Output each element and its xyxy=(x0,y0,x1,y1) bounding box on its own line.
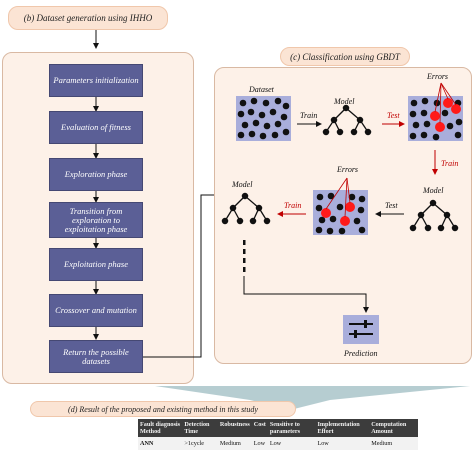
step-transition: Transition from exploration to exploitat… xyxy=(49,202,143,238)
cell-sensitivity: Low xyxy=(267,437,316,450)
results-header-row: Fault diagnosis Method Detection Time Ro… xyxy=(138,419,418,437)
cell-method: ANN xyxy=(138,437,183,450)
train-label-3: Train xyxy=(284,201,302,210)
continuation-dots xyxy=(243,240,246,272)
errors-label-1: Errors xyxy=(427,72,449,81)
cell-computation: Medium xyxy=(369,437,418,450)
section-chevron xyxy=(155,386,470,410)
errors-box-1 xyxy=(408,82,463,141)
dataset-label: Dataset xyxy=(249,85,274,94)
panel-d-title: (d) Result of the proposed and existing … xyxy=(30,401,296,417)
train-label-1: Train xyxy=(300,111,318,120)
test-label-2: Test xyxy=(385,201,398,210)
errors-box-2 xyxy=(313,177,368,235)
header-computation: Computation Amount xyxy=(369,419,418,437)
header-robustness: Robustness xyxy=(217,419,252,437)
cell-effort: Low xyxy=(315,437,370,450)
step-return-datasets: Return the possible datasets xyxy=(49,340,143,373)
header-cost: Cost xyxy=(251,419,268,437)
arrow-datasets-to-model xyxy=(143,192,227,358)
model-label-3: Model xyxy=(232,180,253,189)
header-effort: Implementation Effort xyxy=(315,419,370,437)
panel-c-title: (c) Classification using GBDT xyxy=(280,47,410,66)
model-tree-1 xyxy=(322,104,372,136)
panel-b-title: (b) Dataset generation using IHHO xyxy=(8,6,168,30)
errors-label-2: Errors xyxy=(337,165,359,174)
step-exploitation: Exploitation phase xyxy=(49,248,143,281)
model-tree-2 xyxy=(409,199,459,232)
header-method: Fault diagnosis Method xyxy=(138,419,183,437)
cell-cost: Low xyxy=(251,437,268,450)
test-label-1: Test xyxy=(387,111,400,120)
step-fitness-evaluation: Evaluation of fitness xyxy=(49,111,143,144)
model-label-2: Model xyxy=(423,186,444,195)
cell-robustness: Medium xyxy=(217,437,252,450)
dataset-box xyxy=(236,96,291,141)
prediction-icon xyxy=(343,315,379,344)
prediction-label: Prediction xyxy=(344,349,378,358)
arrow-to-prediction xyxy=(243,276,369,313)
model-label-1: Model xyxy=(334,97,355,106)
header-sensitivity: Sensitive to parameters xyxy=(267,419,316,437)
header-detection-time: Detection Time xyxy=(182,419,218,437)
results-table: Fault diagnosis Method Detection Time Ro… xyxy=(138,419,418,450)
train-label-2: Train xyxy=(441,159,459,168)
step-exploration: Exploration phase xyxy=(49,158,143,191)
step-parameters-init: Parameters initialization xyxy=(49,64,143,97)
cell-detection-time: >1cycle xyxy=(182,437,218,450)
model-tree-3 xyxy=(221,192,271,225)
table-row: ANN >1cycle Medium Low Low Low Medium xyxy=(138,437,418,450)
step-crossover-mutation: Crossover and mutation xyxy=(49,294,143,327)
